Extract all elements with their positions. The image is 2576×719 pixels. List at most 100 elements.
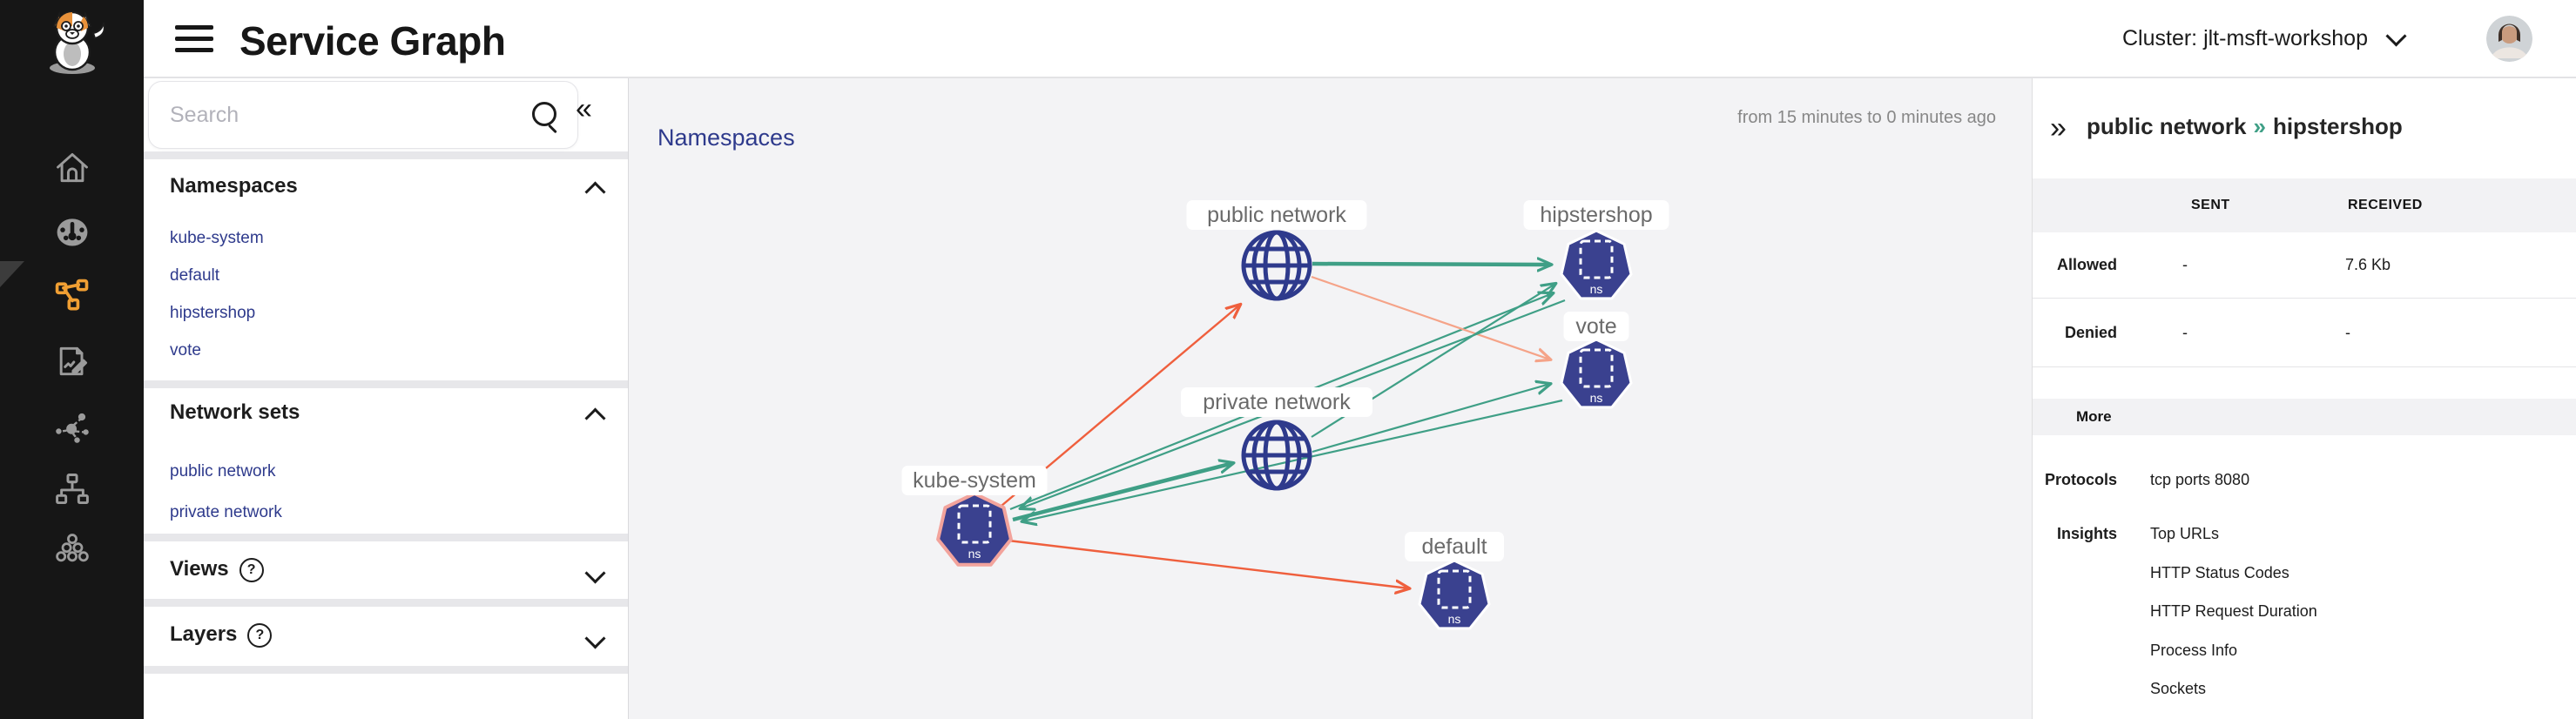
insight-item: HTTP Status Codes xyxy=(2150,563,2289,581)
chevron-up-icon xyxy=(584,406,606,432)
search-input[interactable]: Search xyxy=(148,81,578,149)
sidebar-item-namespace[interactable]: default xyxy=(170,266,220,285)
menu-icon[interactable] xyxy=(175,25,213,52)
sidebar-item-namespace[interactable]: kube-system xyxy=(170,229,264,247)
insight-item: Sockets xyxy=(2150,680,2207,697)
svg-text:vote: vote xyxy=(1575,314,1616,339)
graph-node-default[interactable]: ns xyxy=(1418,559,1491,630)
graph-edge-public-network-to-hipstershop[interactable] xyxy=(1312,264,1551,265)
page-title: Service Graph xyxy=(239,18,506,64)
help-icon[interactable]: ? xyxy=(247,623,273,648)
chevron-down-icon xyxy=(2385,24,2407,47)
breadcrumb-source[interactable]: public network xyxy=(2087,113,2247,139)
graph-node-label-default: default xyxy=(1405,532,1504,561)
namespaces-list: kube-system default hipstershop vote xyxy=(144,219,629,369)
breadcrumb-separator-icon: » xyxy=(2253,113,2266,139)
help-icon[interactable]: ? xyxy=(239,558,264,582)
graph-edge-public-network-to-vote[interactable] xyxy=(1311,275,1550,360)
graph-node-private-network[interactable] xyxy=(1241,420,1312,491)
insight-item: HTTP Request Duration xyxy=(2150,602,2317,620)
section-header-namespaces[interactable]: Namespaces xyxy=(144,174,629,203)
sidebar-item-namespace[interactable]: vote xyxy=(170,341,201,360)
graph-edge-private-network-to-vote[interactable] xyxy=(1312,384,1550,454)
section-views: Views? xyxy=(144,541,629,599)
sidebar-item-network-set[interactable]: private network xyxy=(170,503,282,521)
section-header-views[interactable]: Views? xyxy=(144,557,629,584)
top-header: Service Graph Cluster: jlt-msft-workshop xyxy=(144,0,2576,78)
sidebar-item-policies[interactable] xyxy=(0,342,144,385)
search-section: Search « xyxy=(144,78,629,151)
svg-text:default: default xyxy=(1421,534,1487,559)
search-placeholder: Search xyxy=(170,103,239,127)
sidebar-item-service-graph[interactable] xyxy=(0,277,144,319)
graph-edge-kube-system-to-default[interactable] xyxy=(1008,539,1409,588)
section-header-network-sets[interactable]: Network sets xyxy=(144,400,629,429)
network-sets-list: public network private network xyxy=(144,451,629,533)
graph-edge-kube-system-to-private-network[interactable] xyxy=(1012,463,1233,522)
more-section-header[interactable]: More xyxy=(2033,399,2576,435)
sidebar-item-network-set[interactable]: public network xyxy=(170,462,276,480)
allowed-received-value: 7.6 Kb xyxy=(2345,256,2391,273)
graph-node-public-network[interactable] xyxy=(1241,230,1312,301)
user-avatar[interactable] xyxy=(2486,16,2532,62)
column-header-received: RECEIVED xyxy=(2348,198,2423,212)
graph-node-label-hipstershop: hipstershop xyxy=(1523,200,1669,230)
collapse-detail-icon[interactable]: » xyxy=(2050,111,2067,144)
dashboard-icon xyxy=(53,212,91,255)
chevron-down-icon xyxy=(584,562,606,587)
sidebar-item-home[interactable] xyxy=(0,149,144,192)
node-badge: ns xyxy=(1590,391,1603,405)
breadcrumb-target[interactable]: hipstershop xyxy=(2272,113,2403,139)
graph-canvas[interactable]: Namespaces from 15 minutes to 0 minutes … xyxy=(629,78,2032,719)
chevron-down-icon xyxy=(584,628,606,652)
sidebar-item-clusters[interactable] xyxy=(0,530,144,573)
section-header-layers[interactable]: Layers? xyxy=(144,622,629,649)
edge-detail-panel: » public network»hipstershop SENT RECEIV… xyxy=(2032,78,2576,719)
connections-icon xyxy=(53,407,91,450)
graph-node-vote[interactable]: ns xyxy=(1560,338,1633,409)
otterize-logo[interactable] xyxy=(0,5,144,75)
svg-text:private network: private network xyxy=(1203,390,1351,414)
denied-received-value: - xyxy=(2345,323,2350,341)
graph-edge-vote-to-kube-system[interactable] xyxy=(1022,399,1563,521)
svg-text:kube-system: kube-system xyxy=(913,468,1036,493)
active-nav-indicator xyxy=(0,261,24,287)
protocols-values: tcp ports 8080 xyxy=(2150,460,2249,500)
collapse-panel-icon[interactable]: « xyxy=(576,92,592,125)
canvas-view-label: Namespaces xyxy=(657,124,795,151)
node-badge: ns xyxy=(968,547,981,561)
graph-node-label-private-network: private network xyxy=(1181,387,1372,417)
clusters-icon xyxy=(53,530,91,573)
sidebar-item-dashboard[interactable] xyxy=(0,212,144,255)
home-icon xyxy=(53,149,91,192)
graph-node-label-kube-system: kube-system xyxy=(901,466,1048,495)
denied-sent-value: - xyxy=(2182,323,2188,341)
column-header-sent: SENT xyxy=(2191,198,2230,212)
insight-item: Process Info xyxy=(2150,641,2238,659)
cluster-label: Cluster: jlt-msft-workshop xyxy=(2122,25,2368,50)
graph-node-label-public-network: public network xyxy=(1186,200,1367,230)
graph-node-label-vote: vote xyxy=(1563,312,1629,341)
protocols-value: tcp ports 8080 xyxy=(2150,471,2250,488)
insight-item: Top URLs xyxy=(2150,525,2220,542)
service-graph-icon xyxy=(53,277,91,319)
cluster-selector[interactable]: Cluster: jlt-msft-workshop xyxy=(2122,0,2407,77)
hierarchy-icon xyxy=(53,470,91,513)
node-badge: ns xyxy=(1590,282,1603,296)
panel-filler xyxy=(144,674,629,719)
chevron-up-icon xyxy=(584,179,606,205)
section-namespaces: Namespaces kube-system default hipstershop… xyxy=(144,159,629,380)
icon-sidebar xyxy=(0,0,144,719)
sidebar-item-namespace[interactable]: hipstershop xyxy=(170,304,256,322)
table-row-denied: Denied - - xyxy=(2033,299,2576,367)
time-range-label: from 15 minutes to 0 minutes ago xyxy=(1737,108,1996,127)
table-row-allowed: Allowed - 7.6 Kb xyxy=(2033,232,2576,299)
sidebar-item-connections[interactable] xyxy=(0,407,144,450)
sidebar-item-hierarchy[interactable] xyxy=(0,470,144,513)
breadcrumb: public network»hipstershop xyxy=(2087,113,2403,140)
graph-node-kube-system[interactable]: ns xyxy=(936,492,1013,567)
graph-node-hipstershop[interactable]: ns xyxy=(1560,229,1633,300)
node-badge: ns xyxy=(1448,612,1461,626)
